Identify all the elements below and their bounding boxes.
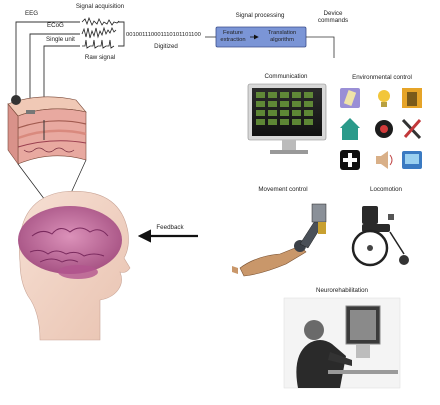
- eeg-label: EEG: [25, 10, 39, 17]
- neurorehabilitation-photo: [283, 297, 401, 389]
- feature-extraction-label: Feature extraction: [220, 30, 246, 43]
- wheelchair: [351, 206, 409, 267]
- digitized-label: Digitized: [154, 43, 178, 50]
- tv-icon: [402, 151, 422, 169]
- home-icon: [340, 118, 360, 140]
- scalp-cross-section: [7, 96, 87, 165]
- neurorehabilitation-label: Neurorehabilitation: [316, 287, 368, 294]
- environmental-control-label: Environmental control: [352, 74, 412, 81]
- plus-icon: [340, 150, 360, 170]
- locomotion-label: Locomotion: [370, 186, 402, 193]
- ecog-label: ECoG: [47, 22, 64, 29]
- translation-algorithm-label: Translation algorithm: [267, 30, 297, 43]
- electrode-wires: [15, 21, 125, 120]
- communication-monitor: [247, 83, 327, 154]
- binary-stream: 001001110001110101101100: [126, 32, 201, 38]
- ecog-electrode: [26, 110, 35, 114]
- human-head: [18, 191, 131, 341]
- raw-signal-label: Raw signal: [84, 54, 116, 61]
- movement-control-label: Movement control: [258, 186, 308, 193]
- signal-acquisition-label: Signal acquisition: [75, 3, 125, 10]
- eeg-electrode: [11, 95, 21, 105]
- raw-signal-traces: [81, 16, 120, 49]
- device-commands-connector: [306, 36, 335, 58]
- tools-icon: [401, 118, 422, 140]
- prosthetic-arm: [232, 203, 327, 277]
- alarm-icon: [375, 120, 393, 138]
- feedback-label: Feedback: [156, 224, 184, 231]
- environmental-control-icons: [340, 88, 422, 170]
- speaker-icon: [376, 151, 393, 169]
- door-icon: [402, 88, 422, 108]
- communication-label: Communication: [264, 73, 308, 80]
- single-unit-label: Single unit: [46, 36, 75, 43]
- light-bulb-icon: [378, 90, 390, 107]
- device-commands-label: Device commands: [317, 10, 349, 25]
- signal-processing-label: Signal processing: [235, 12, 285, 19]
